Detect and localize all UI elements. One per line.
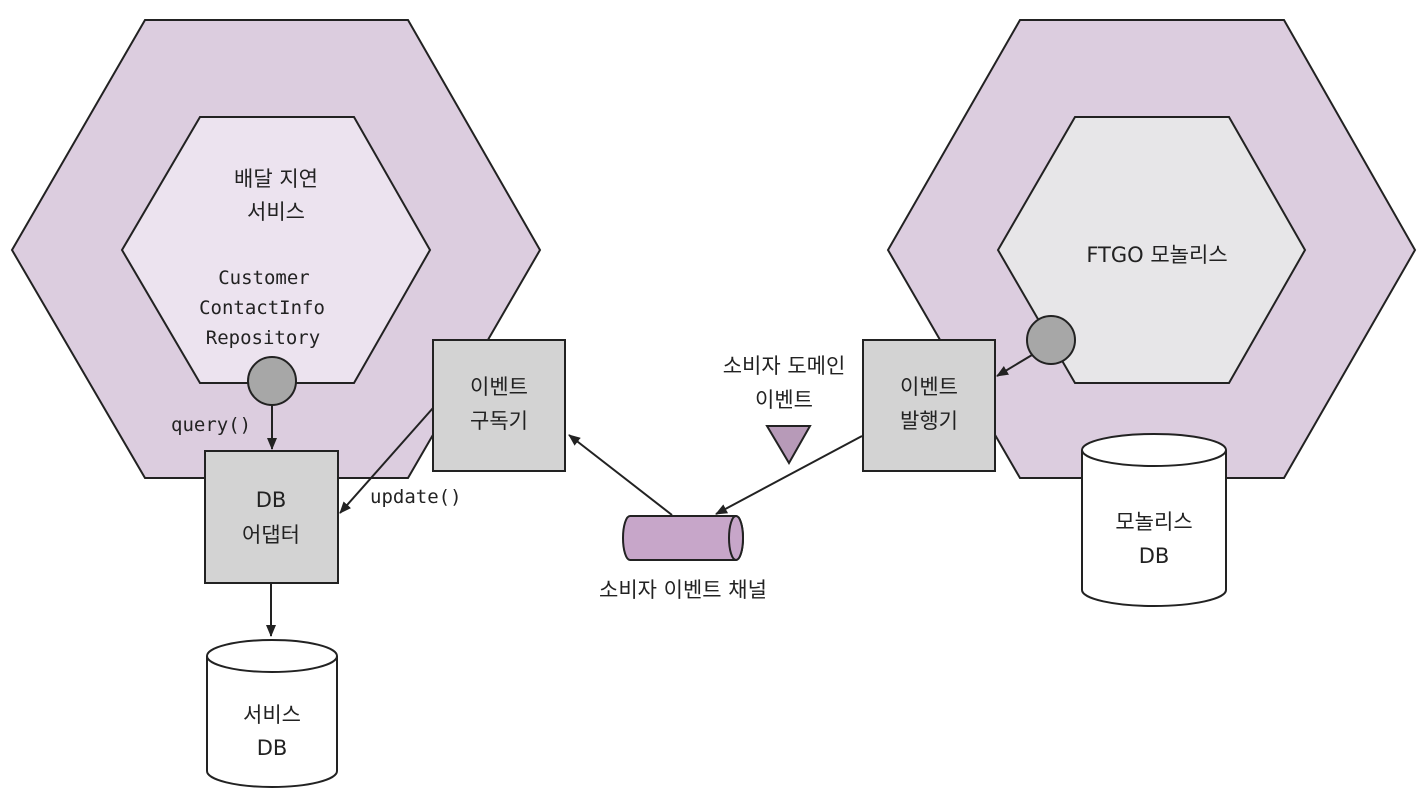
repository-port [247,356,297,406]
monolith-name: FTGO 모놀리스 [1086,243,1227,267]
domain-event-line2: 이벤트 [755,388,813,412]
service-name-line2: 서비스 [247,200,305,224]
event-publisher-box [862,339,996,472]
service-db-cylinder [206,639,338,788]
monolith-db-line1: 모놀리스 [1115,510,1192,534]
monolith-db-cylinder [1081,433,1227,607]
event-publisher-line2: 발행기 [900,409,958,433]
event-subscriber-box [432,339,566,472]
db-adapter-box [204,450,339,584]
update-label: update() [370,486,462,508]
repository-label-line3: Repository [206,327,320,349]
monolith-db-line2: DB [1139,544,1170,568]
event-channel-cylinder [622,515,744,561]
repository-label-line2: ContactInfo [199,297,325,319]
service-db-line2: DB [257,736,288,760]
service-db-line1: 서비스 [243,703,301,727]
event-publisher-line1: 이벤트 [900,375,958,399]
event-subscriber-line2: 구독기 [470,409,528,433]
db-adapter-line2: 어댑터 [242,523,300,547]
update-arrow [339,407,434,514]
port-to-publisher-arrow [996,354,1033,377]
domain-event-marker [765,425,812,465]
event-subscriber-line1: 이벤트 [470,375,528,399]
monolith-port [1026,315,1076,365]
domain-event-line1: 소비자 도메인 [723,354,846,378]
query-label: query() [171,414,251,436]
repository-label-line1: Customer [218,267,310,289]
monolith-inner-hexagon [996,116,1307,384]
publisher-to-channel-arrow [715,435,863,515]
channel-to-subscriber-arrow [568,434,673,516]
db-adapter-line1: DB [256,488,287,512]
service-name-line1: 배달 지연 [234,167,318,191]
service-inner-hexagon [120,116,432,384]
event-channel-label: 소비자 이벤트 채널 [599,578,767,602]
